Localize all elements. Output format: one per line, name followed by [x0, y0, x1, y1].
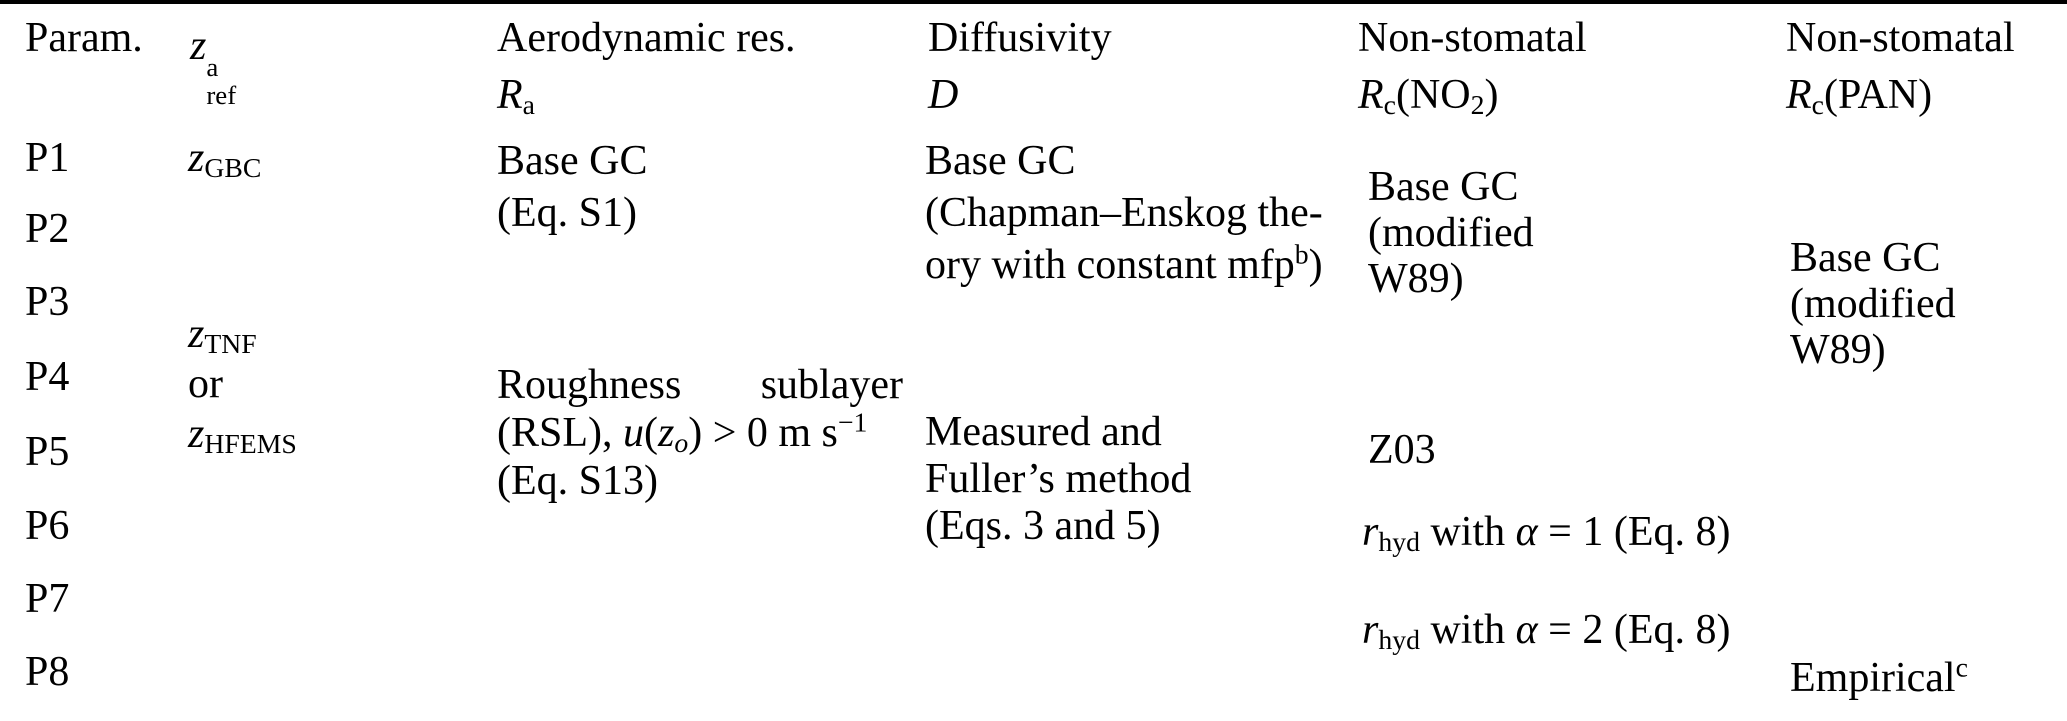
pan-cell-base-gc: Base GC (modified W89): [1790, 235, 1956, 373]
z03-label: Z03: [1368, 427, 1436, 473]
diff-base-gc-line1: Base GC: [925, 138, 1076, 184]
header-diffusivity: Diffusivity D: [928, 10, 1112, 124]
aero-cell-base-gc: Base GC (Eq. S1): [497, 135, 648, 239]
header-diff-title: Diffusivity: [928, 15, 1112, 61]
param-label: P5: [25, 428, 70, 475]
no2-base-gc-line1: Base GC: [1368, 164, 1519, 210]
param-label: P6: [25, 502, 70, 549]
no2-base-gc-line3: W89): [1368, 256, 1464, 302]
empirical-superscript-c: c: [1955, 651, 1968, 683]
no2-subscript-2: 2: [1470, 89, 1485, 121]
header-nonstomatal-no2: Non-stomatal Rc(NO2): [1358, 10, 1587, 124]
diff-cell-measured: Measured and Fuller’s method (Eqs. 3 and…: [925, 409, 1191, 550]
d-symbol: D: [928, 72, 959, 118]
diff-base-gc-line2: (Chapman–Enskog the-: [925, 190, 1323, 236]
no2-species-post: ): [1484, 72, 1499, 118]
header-aerodynamic-res: Aerodynamic res. Ra: [497, 10, 796, 124]
rc-symbol: R: [1786, 72, 1812, 118]
zref-cell-tnf-hfems: zTNF or zHFEMS: [188, 309, 297, 459]
rule-bottom-border: [0, 0, 2067, 4]
diff-measured-line3: (Eqs. 3 and 5): [925, 503, 1161, 549]
param-row-p1: P1: [25, 123, 69, 192]
param-label: P1: [25, 134, 70, 181]
header-aero-symbol: Ra: [497, 67, 796, 124]
param-label: P2: [25, 206, 70, 252]
param-row-p7: P7: [25, 563, 69, 635]
param-row-p5: P5: [25, 415, 69, 488]
or-label: or: [188, 361, 223, 407]
rsl-word-roughness: Roughness: [497, 362, 682, 408]
header-pan-symbol: Rc(PAN): [1786, 67, 2015, 124]
aero-base-gc-line2: (Eq. S1): [497, 190, 637, 236]
z-tnf: zTNF: [188, 311, 257, 360]
param-label: P4: [25, 353, 70, 400]
rc-subscript: c: [1383, 89, 1396, 121]
header-no2-title: Non-stomatal: [1358, 15, 1587, 61]
header-param-label: Param.: [25, 15, 143, 61]
pan-base-gc-line3: W89): [1790, 327, 1886, 373]
pan-species: (PAN): [1823, 72, 1933, 118]
rsl-word-sublayer: sublayer: [760, 362, 903, 408]
diff-base-gc-line3: ory with constant mfpb): [925, 238, 1323, 288]
no2-cell-rhyd-alpha2: rhyd with α = 2 (Eq. 8): [1362, 607, 1731, 656]
zref-subscript-ref: ref: [206, 79, 237, 110]
empirical-label: Empirical: [1790, 655, 1956, 701]
header-aero-title: Aerodynamic res.: [497, 15, 796, 61]
z-hfems: zHFEMS: [188, 411, 297, 460]
aero-cell-rsl: Roughness sublayer (RSL), u(zo) > 0 m s−…: [497, 361, 903, 505]
param-row-p6: P6: [25, 490, 69, 561]
param-label: P3: [25, 279, 70, 325]
zref-symbol: z: [190, 23, 207, 69]
rc-symbol: R: [1358, 72, 1384, 118]
zref-superscript-a: a: [206, 51, 219, 82]
aero-rsl-line1: Roughness sublayer: [497, 361, 903, 409]
diff-cell-base-gc: Base GC (Chapman–Enskog the- ory with co…: [925, 135, 1323, 291]
z-gbc: zGBC: [188, 134, 262, 183]
pan-base-gc-line2: (modified: [1790, 281, 1956, 327]
aero-base-gc-line1: Base GC: [497, 138, 648, 184]
rule-pan-empirical-separator: [0, 0, 298, 2]
rc-subscript: c: [1811, 89, 1824, 121]
no2-base-gc-line2: (modified: [1368, 210, 1534, 256]
no2-cell-base-gc: Base GC (modified W89): [1368, 164, 1534, 302]
param-row-p2: P2: [25, 194, 69, 264]
param-row-p8: P8: [25, 637, 69, 707]
no2-species-pre: (NO: [1395, 72, 1471, 118]
diff-measured-line2: Fuller’s method: [925, 456, 1192, 502]
param-label: P7: [25, 576, 70, 622]
param-row-p3: P3: [25, 266, 69, 338]
no2-cell-rhyd-alpha1: rhyd with α = 1 (Eq. 8): [1362, 509, 1731, 558]
param-row-p4: P4: [25, 340, 69, 413]
header-no2-symbol: Rc(NO2): [1358, 67, 1587, 124]
header-param: Param.: [25, 10, 143, 67]
header-diff-symbol: D: [928, 67, 1112, 124]
header-pan-title: Non-stomatal: [1786, 15, 2015, 61]
pan-cell-empirical: Empiricalc: [1790, 651, 1968, 702]
ra-subscript: a: [522, 89, 535, 121]
zref-cell-gbc: zGBC: [188, 123, 261, 192]
param-label: P8: [25, 649, 70, 695]
aero-rsl-line3: (Eq. S13): [497, 458, 658, 504]
aero-rsl-line2: (RSL), u(zo) > 0 m s−1: [497, 406, 868, 459]
ra-symbol: R: [497, 72, 523, 118]
pan-base-gc-line1: Base GC: [1790, 235, 1941, 281]
no2-cell-z03: Z03: [1368, 413, 1436, 487]
diff-measured-line1: Measured and: [925, 409, 1162, 455]
header-nonstomatal-pan: Non-stomatal Rc(PAN): [1786, 10, 2015, 124]
